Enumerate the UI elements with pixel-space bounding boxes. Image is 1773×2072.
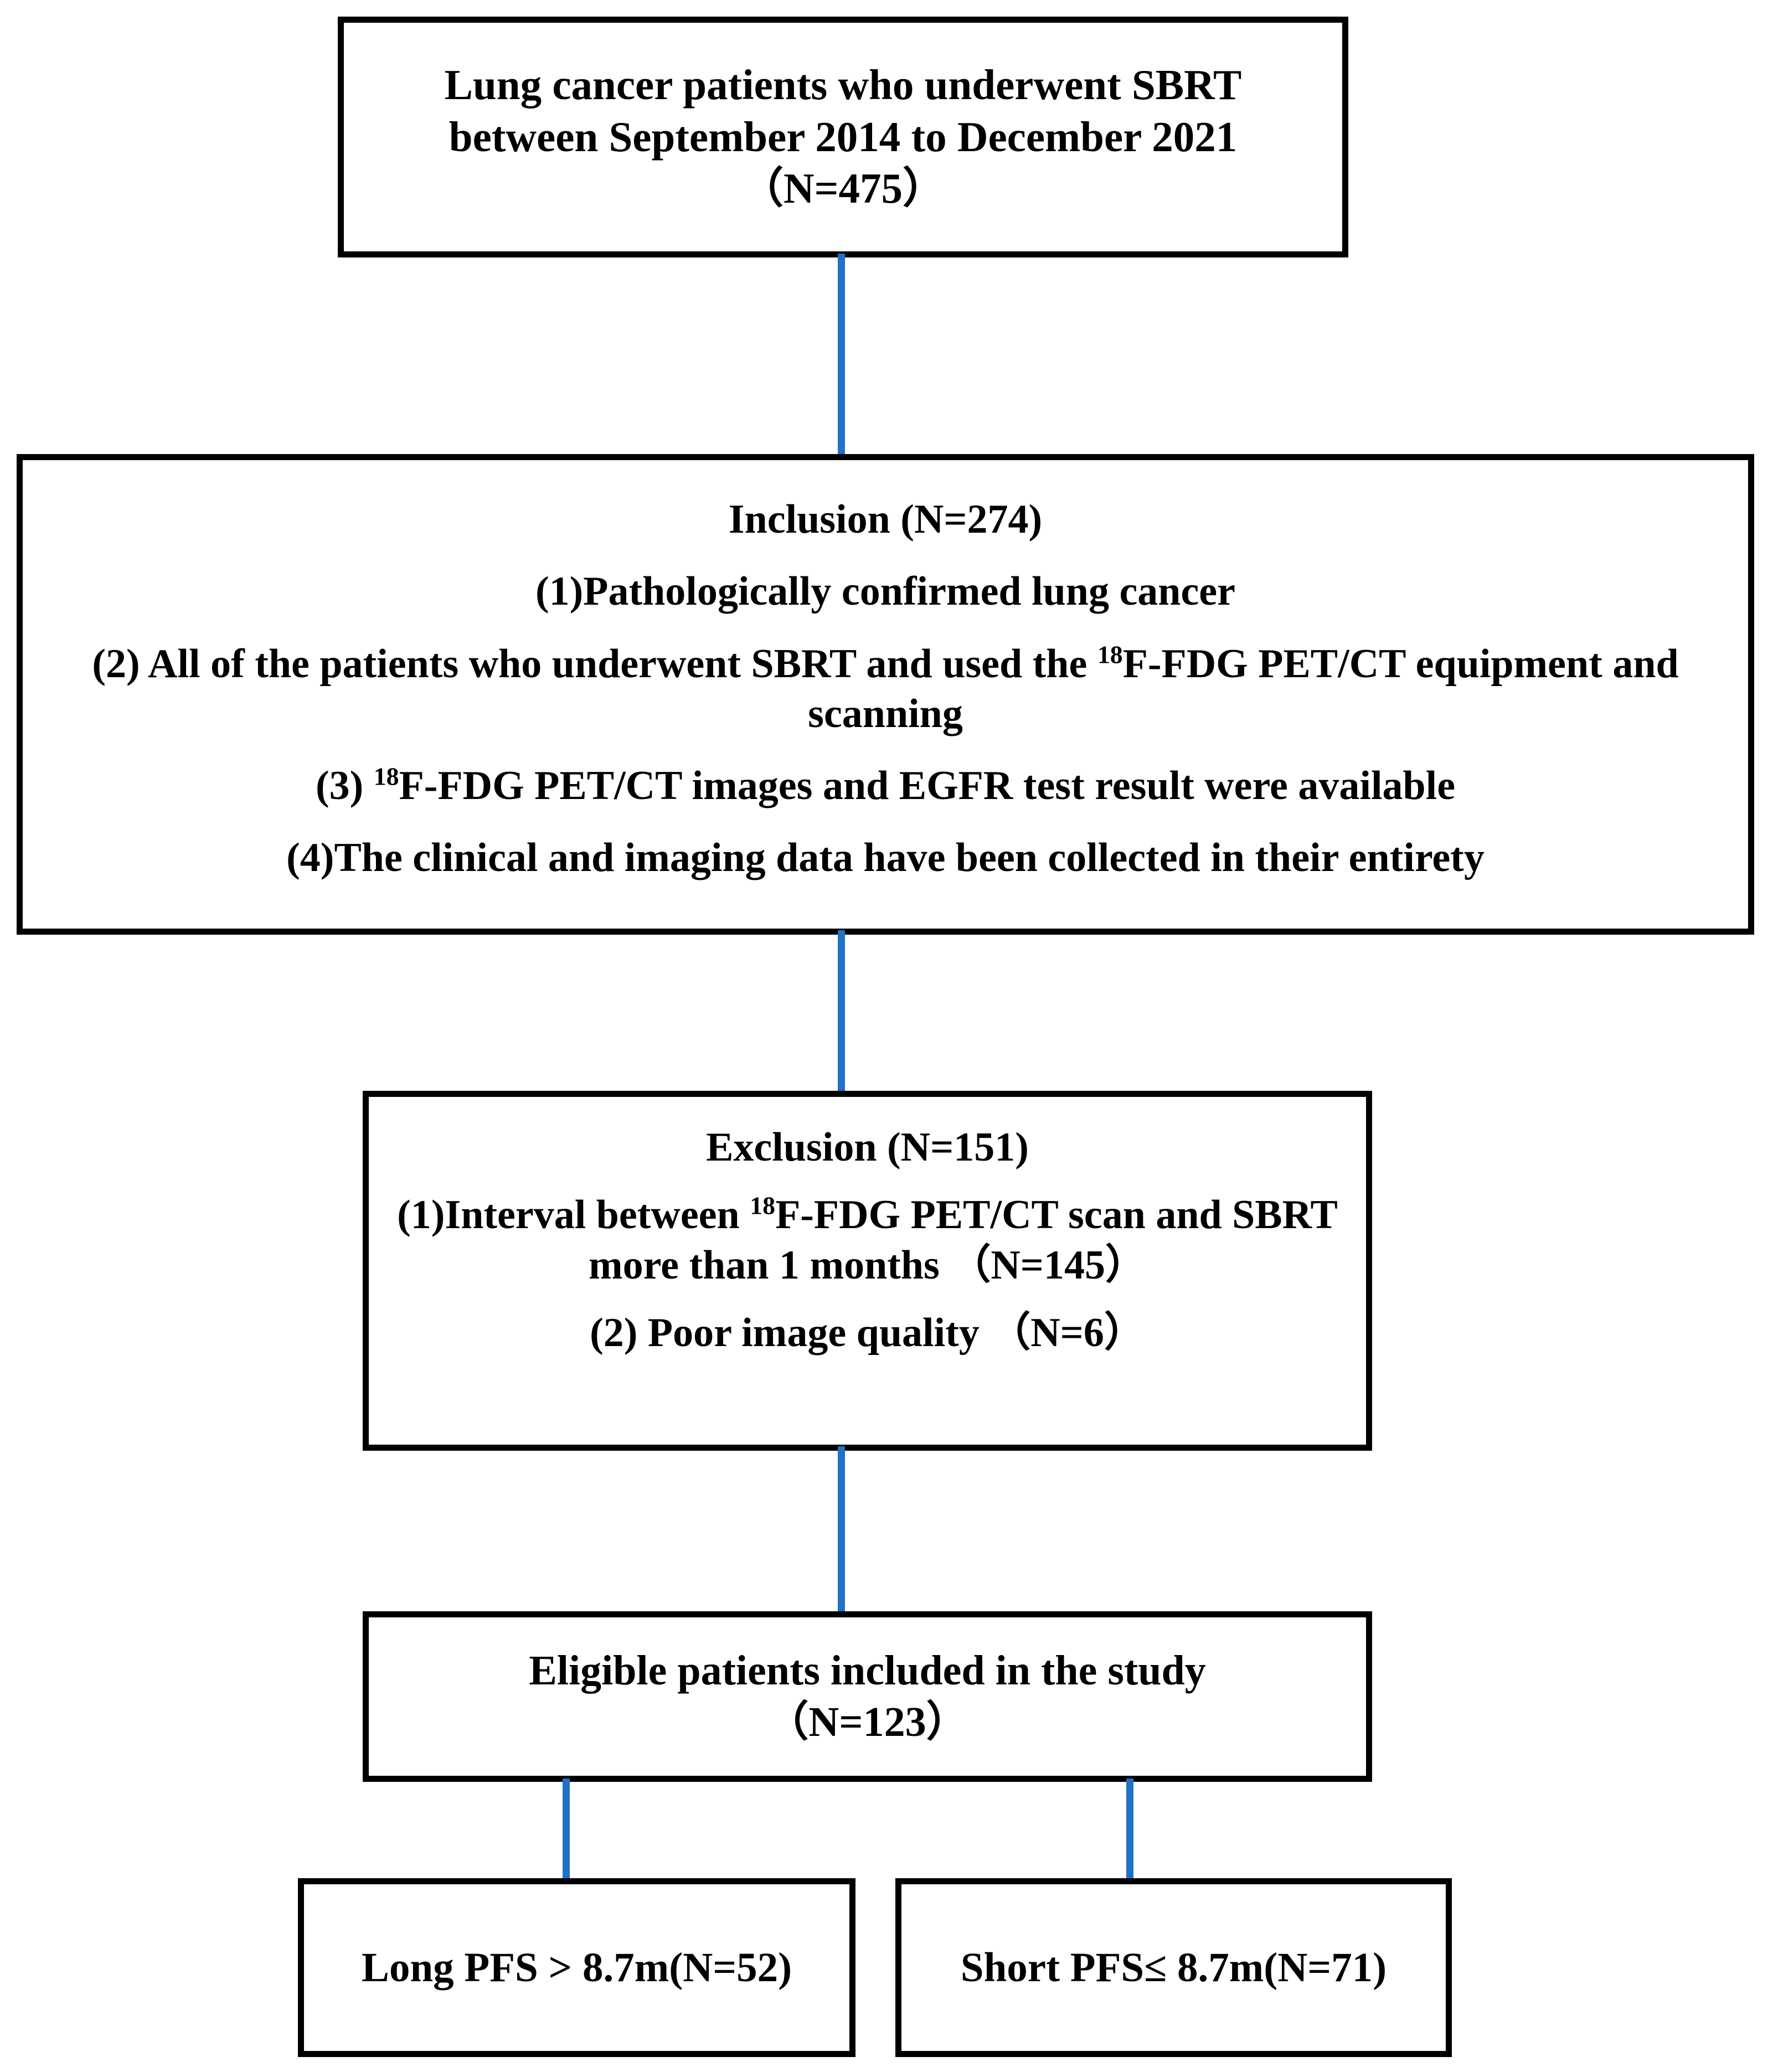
source-line-3-count: （N=475） (741, 164, 945, 213)
fdg-isotope-superscript: 18 (750, 1191, 776, 1220)
inclusion-criterion-1: (1)Pathologically confirmed lung cancer (535, 569, 1235, 615)
fdg-isotope-superscript: 18 (373, 762, 399, 791)
exclusion-criterion-1-post: F-FDG PET/CT scan and SBRT more than 1 m… (589, 1192, 1338, 1288)
connector-inclusion-to-exclusion (838, 930, 845, 1095)
connector-exclusion-to-eligible (838, 1446, 845, 1616)
flow-node-eligible-patients: Eligible patients included in the study … (363, 1611, 1372, 1782)
eligible-line-1: Eligible patients included in the study (529, 1647, 1206, 1694)
flow-node-long-pfs: Long PFS > 8.7m(N=52) (298, 1878, 855, 2057)
flow-node-exclusion: Exclusion (N=151) (1)Interval between 18… (363, 1091, 1372, 1451)
connector-eligible-to-long-pfs (563, 1779, 570, 1883)
inclusion-criterion-3-pre: (3) (315, 763, 374, 809)
inclusion-criterion-2-post: F-FDG PET/CT equipment and scanning (808, 641, 1679, 736)
eligible-line-2-count: （N=123） (766, 1699, 968, 1745)
short-pfs-label: Short PFS≤ 8.7m(N=71) (960, 1944, 1387, 1991)
exclusion-criterion-2: (2) Poor image quality （N=6） (590, 1310, 1145, 1355)
inclusion-title: Inclusion (N=274) (728, 497, 1043, 542)
flow-node-source-cohort: Lung cancer patients who underwent SBRT … (338, 17, 1348, 257)
connector-eligible-to-short-pfs (1126, 1779, 1133, 1883)
inclusion-criterion-3: (3) 18F-FDG PET/CT images and EGFR test … (37, 761, 1734, 811)
source-line-2: between September 2014 to December 2021 (449, 112, 1238, 161)
exclusion-title: Exclusion (N=151) (706, 1125, 1029, 1170)
inclusion-criterion-4: (4)The clinical and imaging data have be… (286, 835, 1485, 881)
exclusion-criterion-1: (1)Interval between 18F-FDG PET/CT scan … (381, 1190, 1354, 1290)
source-line-1: Lung cancer patients who underwent SBRT (444, 60, 1242, 109)
long-pfs-label: Long PFS > 8.7m(N=52) (361, 1944, 792, 1991)
connector-source-to-inclusion (838, 254, 845, 458)
inclusion-criterion-2-pre: (2) All of the patients who underwent SB… (92, 641, 1097, 687)
exclusion-criterion-1-pre: (1)Interval between (397, 1192, 750, 1238)
flow-node-inclusion: Inclusion (N=274) (1)Pathologically conf… (17, 454, 1754, 935)
fdg-isotope-superscript: 18 (1097, 640, 1123, 668)
inclusion-criterion-2: (2) All of the patients who underwent SB… (37, 639, 1734, 739)
flow-node-short-pfs: Short PFS≤ 8.7m(N=71) (895, 1878, 1452, 2057)
inclusion-criterion-3-post: F-FDG PET/CT images and EGFR test result… (399, 763, 1456, 809)
